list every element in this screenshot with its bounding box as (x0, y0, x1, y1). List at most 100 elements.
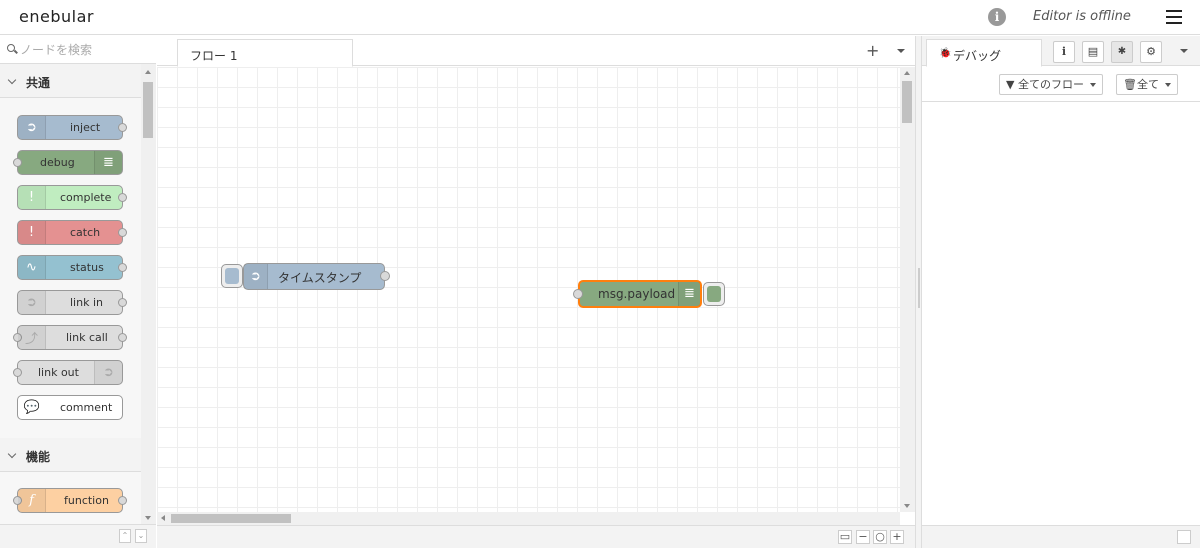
book-tab-icon[interactable]: ▤ (1082, 41, 1104, 63)
filter-label: 全てのフロー (1017, 78, 1084, 91)
flow-node-timestamp[interactable]: ➲ タイムスタンプ (243, 263, 390, 290)
function-icon: f (18, 489, 46, 512)
output-port (118, 333, 127, 342)
sidebar: 🐞 デバッグ i ▤ ✱ ⚙ ▼ 全てのフロー 🗑全て (922, 36, 1200, 548)
palette-node-link-out[interactable]: link out ➲ (13, 360, 123, 385)
info-tab-icon[interactable]: i (1053, 41, 1075, 63)
palette-node-comment[interactable]: 💬 comment (17, 395, 123, 420)
scroll-up-icon[interactable] (145, 70, 151, 74)
filter-icon: ▼ (1006, 78, 1015, 91)
bug-icon: 🐞 (939, 48, 952, 59)
tab-menu-chevron-icon[interactable] (897, 49, 905, 53)
node-label: catch (70, 226, 101, 239)
arrow-right-icon: ➲ (244, 264, 268, 289)
node-label: msg.payload (598, 287, 676, 301)
palette-node-function[interactable]: f function (13, 488, 127, 513)
debug-toolbar: ▼ 全てのフロー 🗑全て (922, 67, 1200, 102)
node-label: comment (60, 401, 113, 414)
sidebar-tabs: 🐞 デバッグ i ▤ ✱ ⚙ (922, 36, 1200, 67)
node-label: link call (66, 331, 108, 344)
node-label: link in (70, 296, 103, 309)
output-port (118, 228, 127, 237)
input-port[interactable] (573, 289, 583, 299)
palette-node-status[interactable]: ∿ status (17, 255, 127, 280)
open-window-icon[interactable] (1177, 530, 1191, 544)
palette-node-link-in[interactable]: ➲ link in (17, 290, 127, 315)
scroll-left-icon[interactable] (161, 515, 165, 521)
exclamation-icon: ! (18, 221, 46, 244)
canvas-vertical-scrollbar[interactable] (900, 67, 915, 512)
header: enebular i Editor is offline (0, 0, 1200, 35)
output-port (118, 263, 127, 272)
clear-label: 全て (1136, 78, 1159, 91)
output-port[interactable] (380, 271, 390, 281)
scroll-thumb[interactable] (902, 81, 912, 123)
debug-toggle-button[interactable] (703, 282, 725, 306)
debug-tab-icon[interactable]: ✱ (1111, 41, 1133, 63)
output-port (118, 496, 127, 505)
inject-trigger-button[interactable] (221, 264, 243, 288)
collapse-all-button[interactable]: ⌃ (119, 529, 131, 543)
output-port (118, 298, 127, 307)
canvas-horizontal-scrollbar[interactable] (157, 512, 900, 525)
trash-icon: 🗑 (1123, 78, 1137, 91)
arrow-right-icon: ➲ (18, 116, 46, 139)
chevron-down-icon (7, 449, 17, 459)
expand-all-button[interactable]: ⌄ (135, 529, 147, 543)
pulse-icon: ∿ (18, 256, 46, 279)
category-function[interactable]: 機能 (0, 438, 141, 472)
clear-debug-button[interactable]: 🗑全て (1116, 74, 1178, 95)
zoom-out-icon[interactable]: − (856, 530, 870, 544)
filter-flows-button[interactable]: ▼ 全てのフロー (999, 74, 1103, 95)
list-icon: ≣ (678, 282, 700, 306)
input-port (13, 333, 22, 342)
search-icon (7, 44, 15, 52)
chevron-down-icon (1164, 83, 1171, 87)
palette-scrollbar[interactable] (141, 64, 156, 524)
brand-logo: enebular (19, 7, 94, 26)
tab-debug[interactable]: 🐞 デバッグ (926, 39, 1042, 67)
category-common[interactable]: 共通 (0, 64, 141, 98)
navigator-map-icon[interactable]: ▭ (838, 530, 852, 544)
comment-icon: 💬 (23, 400, 41, 415)
palette: 共通 ➲ inject debug ≣ ! complete ! catch ∿… (0, 36, 156, 548)
sidebar-menu-chevron-icon[interactable] (1180, 49, 1188, 53)
palette-node-debug[interactable]: debug ≣ (13, 150, 123, 175)
input-port (13, 496, 22, 505)
flow-node-msg-payload[interactable]: msg.payload ≣ (573, 280, 702, 308)
scroll-down-icon[interactable] (904, 504, 910, 508)
scroll-thumb[interactable] (171, 514, 291, 523)
node-label: debug (40, 156, 75, 169)
hamburger-menu-icon[interactable] (1166, 10, 1182, 24)
link-out-icon: ➲ (94, 361, 122, 384)
debug-messages (922, 102, 1200, 525)
chevron-down-icon (7, 75, 17, 85)
info-icon[interactable]: i (988, 8, 1006, 26)
workspace: フロー 1 + ➲ タイムスタンプ msg.payload ≣ ▭ − ○ + (157, 36, 915, 548)
scroll-up-icon[interactable] (904, 71, 910, 75)
flow-canvas[interactable]: ➲ タイムスタンプ msg.payload ≣ (157, 67, 900, 512)
workspace-tabbar: フロー 1 + (157, 36, 915, 67)
category-label: 機能 (26, 450, 51, 464)
add-flow-icon[interactable]: + (866, 41, 880, 60)
zoom-in-icon[interactable]: + (890, 530, 904, 544)
output-port (118, 193, 127, 202)
node-label: function (64, 494, 109, 507)
scroll-thumb[interactable] (143, 82, 153, 138)
zoom-reset-icon[interactable]: ○ (873, 530, 887, 544)
link-call-icon: ⤴ (18, 326, 46, 349)
sidebar-splitter[interactable] (915, 36, 922, 548)
input-port (13, 158, 22, 167)
palette-node-inject[interactable]: ➲ inject (17, 115, 127, 140)
tab-flow-1[interactable]: フロー 1 (177, 39, 353, 67)
palette-node-catch[interactable]: ! catch (17, 220, 127, 245)
palette-search-input[interactable] (20, 41, 148, 59)
category-label: 共通 (26, 76, 51, 90)
scroll-down-icon[interactable] (145, 516, 151, 520)
chevron-down-icon (1089, 83, 1096, 87)
splitter-grip[interactable] (918, 268, 920, 308)
link-in-icon: ➲ (18, 291, 46, 314)
palette-node-link-call[interactable]: ⤴ link call (13, 325, 127, 350)
palette-node-complete[interactable]: ! complete (17, 185, 127, 210)
settings-gear-icon[interactable]: ⚙ (1140, 41, 1162, 63)
